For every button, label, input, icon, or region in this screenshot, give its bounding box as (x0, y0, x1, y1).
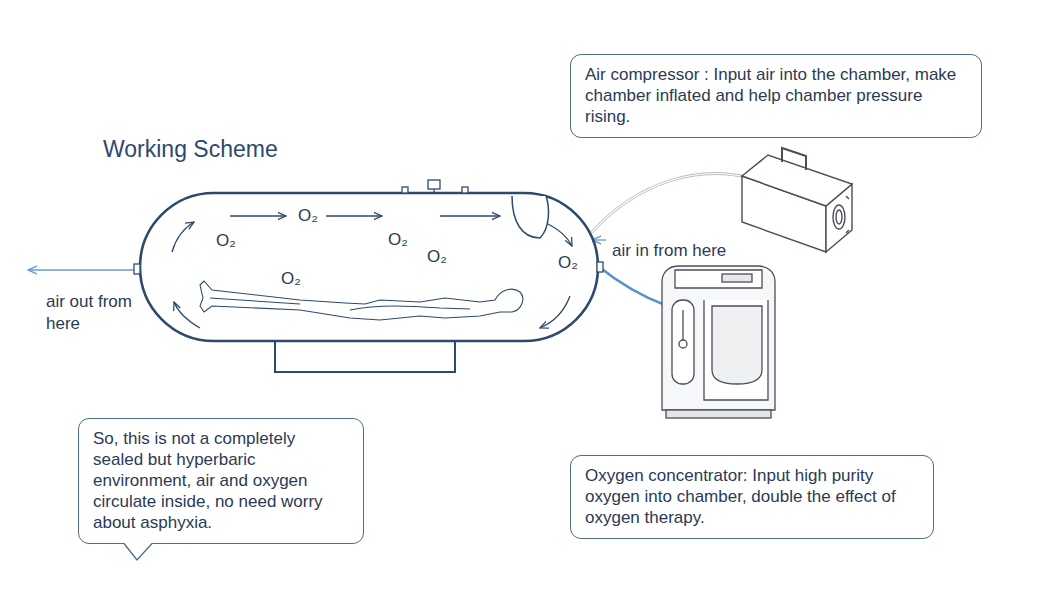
oxygen-concentrator (672, 300, 694, 384)
oxygen-flow-arrow (172, 216, 572, 328)
oxygen-symbol: O₂ (281, 268, 301, 289)
oxygen-flow-arrow (326, 215, 382, 216)
oxygen-concentrator (675, 270, 762, 288)
hyperbaric-chamber (428, 180, 440, 189)
air-flow-arrow (28, 269, 135, 270)
compressor-tube (592, 174, 750, 232)
patient-figure (200, 281, 523, 320)
compressor-tube (592, 174, 750, 232)
patient-figure (350, 306, 470, 310)
oxygen-concentrator (679, 340, 687, 348)
callout-box: Oxygen concentrator: Input high purity o… (570, 455, 934, 539)
oxygen-flow-arrow (540, 296, 570, 328)
oxygen-concentrator (722, 274, 752, 282)
oxygen-flow-arrow (548, 224, 572, 246)
hyperbaric-chamber (597, 262, 603, 272)
oxygen-flow-arrow (440, 215, 500, 216)
callout-text: Air compressor : Input air into the cham… (585, 64, 967, 127)
air-compressor (836, 210, 842, 224)
air-compressor (833, 205, 845, 229)
hyperbaric-chamber (512, 196, 548, 238)
callout-box: Air compressor : Input air into the cham… (570, 54, 982, 138)
oxygen-concentrator (662, 266, 775, 410)
hyperbaric-chamber (433, 189, 434, 193)
oxygen-concentrator (682, 310, 683, 340)
speech-bubble: So, this is not a completely sealed but … (78, 418, 364, 544)
oxygen-concentrator (666, 410, 771, 418)
speech-tail (124, 544, 152, 561)
oxygen-symbol: O₂ (427, 246, 447, 267)
chamber-base (275, 338, 455, 372)
oxygen-concentrator (662, 266, 775, 418)
flow-label: air in from here (612, 240, 726, 261)
oxygen-symbol: O₂ (298, 205, 318, 226)
compressor-tube (592, 174, 750, 232)
callout-text: Oxygen concentrator: Input high purity o… (585, 465, 919, 528)
oxygen-symbol: O₂ (558, 252, 578, 273)
oxygen-symbol: O₂ (388, 229, 408, 250)
oxygen-concentrator (712, 306, 762, 384)
air-compressor (846, 196, 849, 199)
speech-tail (123, 542, 153, 560)
oxygen-flow-arrow (230, 215, 286, 216)
title: Working Scheme (103, 136, 278, 163)
oxygen-symbol: O₂ (216, 230, 236, 251)
air-compressor (846, 230, 849, 233)
chamber-base (275, 338, 455, 372)
hyperbaric-chamber (402, 187, 408, 193)
oxygen-flow-arrow (172, 222, 194, 252)
patient-figure (200, 281, 523, 320)
callout-text: So, this is not a completely sealed but … (93, 428, 349, 533)
oxygen-concentrator (704, 300, 768, 400)
hyperbaric-chamber (134, 264, 140, 274)
speech-tail (123, 542, 163, 566)
hyperbaric-chamber (140, 193, 598, 341)
air-compressor (782, 148, 806, 170)
air-compressor (742, 148, 852, 252)
air-compressor (742, 155, 852, 206)
hyperbaric-chamber (462, 187, 468, 193)
flow-label: air out from here (46, 291, 146, 335)
oxygen-flow-arrow (174, 302, 200, 328)
patient-figure (210, 298, 300, 304)
hyperbaric-chamber (134, 180, 603, 341)
